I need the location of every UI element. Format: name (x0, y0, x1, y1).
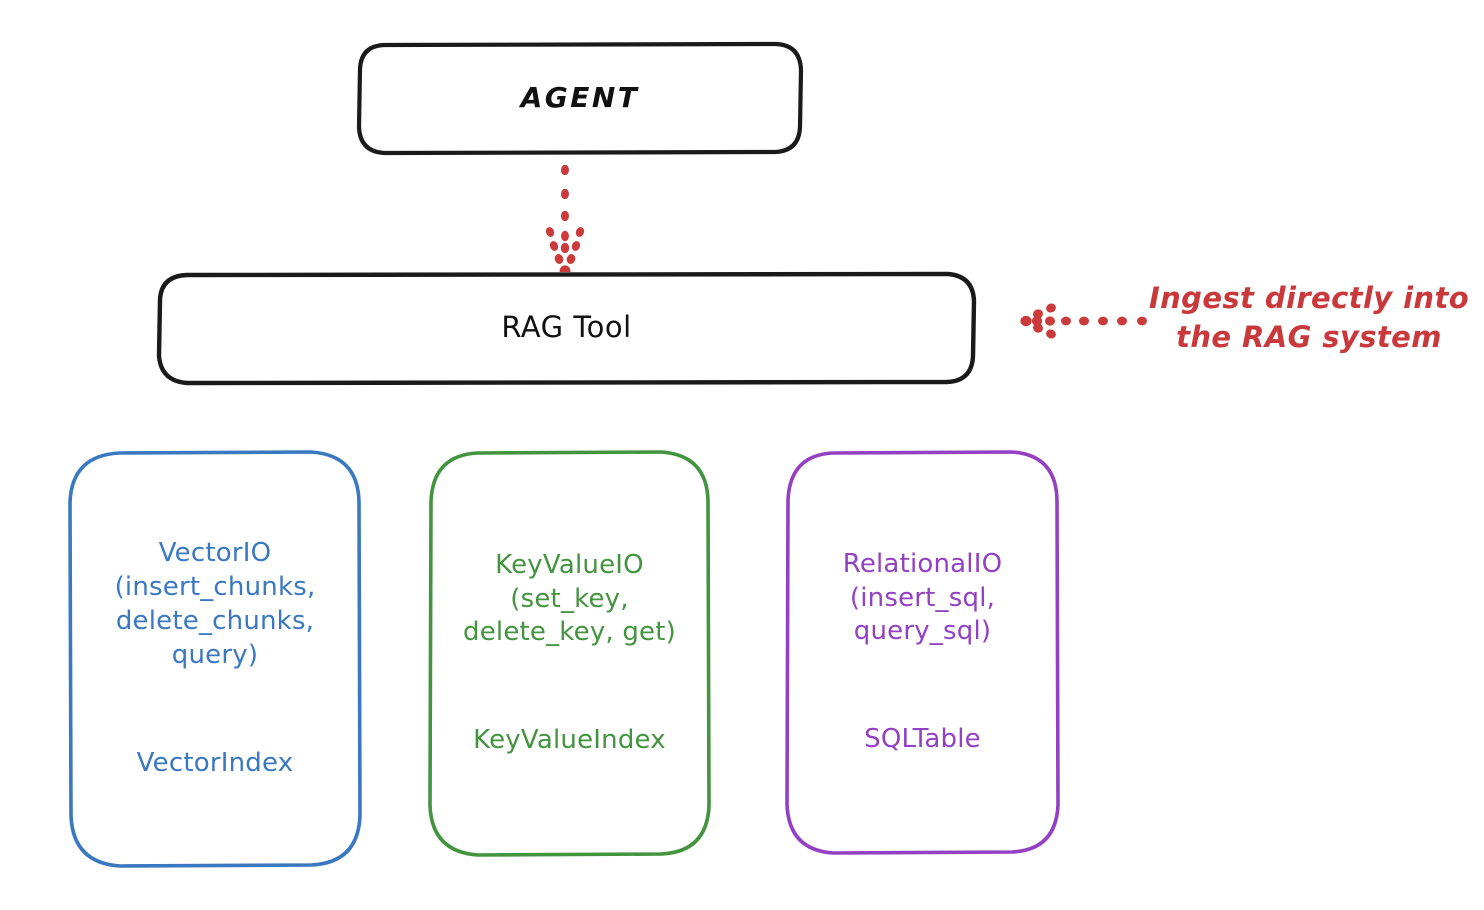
node-relational-io-label: RelationalIO (insert_sql, query_sql) SQL… (785, 514, 1060, 791)
node-relational-io-index: SQLTable (864, 724, 981, 755)
node-vector-io[interactable]: VectorIO (insert_chunks, delete_chunks, … (68, 450, 362, 868)
node-rag-tool-label: RAG Tool (501, 310, 632, 345)
agent-to-rag-tool-connector (545, 164, 585, 277)
node-agent-label: AGENT (520, 80, 640, 114)
node-key-value-io-label: KeyValueIO (set_key, delete_key, get) Ke… (428, 515, 711, 792)
node-relational-io[interactable]: RelationalIO (insert_sql, query_sql) SQL… (785, 450, 1060, 855)
node-agent[interactable]: AGENT (357, 42, 803, 154)
ingest-to-rag-tool-connector (1020, 303, 1147, 339)
node-relational-io-api: RelationalIO (insert_sql, query_sql) (842, 548, 1003, 647)
node-key-value-io-api: KeyValueIO (set_key, delete_key, get) (463, 549, 676, 648)
node-key-value-io-index: KeyValueIndex (473, 725, 666, 756)
node-key-value-io[interactable]: KeyValueIO (set_key, delete_key, get) Ke… (428, 450, 711, 857)
node-vector-io-label: VectorIO (insert_chunks, delete_chunks, … (68, 504, 362, 815)
annotation-ingest: Ingest directly into the RAG system (1148, 281, 1470, 355)
node-rag-tool[interactable]: RAG Tool (157, 272, 976, 384)
node-vector-io-index: VectorIndex (136, 747, 294, 778)
node-vector-io-api: VectorIO (insert_chunks, delete_chunks, … (114, 538, 316, 670)
